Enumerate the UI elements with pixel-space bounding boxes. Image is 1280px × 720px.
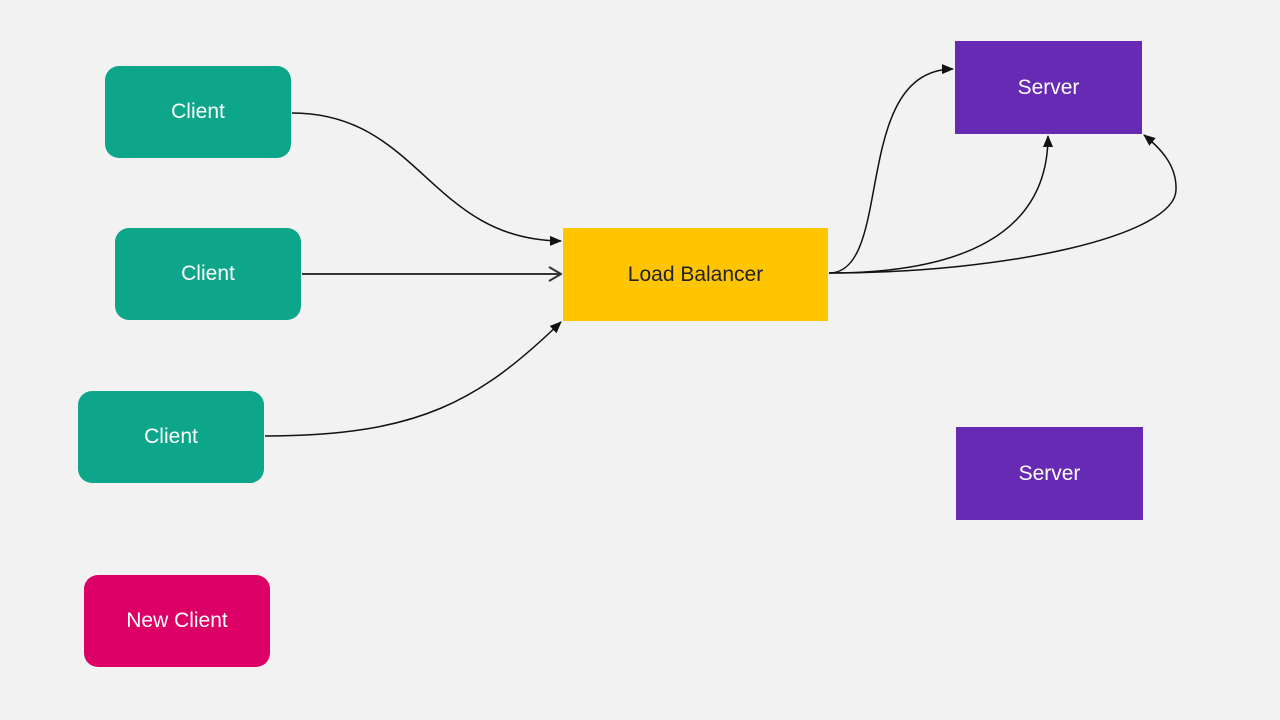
arrow-load-balancer-to-server-1-bottom bbox=[828, 135, 1053, 274]
server-node[interactable]: Server bbox=[955, 41, 1142, 134]
server-label: Server bbox=[1018, 461, 1081, 485]
arrow-client-1-to-load-balancer bbox=[291, 112, 562, 246]
arrow-client-3-to-load-balancer bbox=[264, 321, 562, 437]
new-client-node[interactable]: New Client bbox=[84, 575, 270, 667]
server-label: Server bbox=[1017, 75, 1080, 99]
arrow-load-balancer-to-server-1-top bbox=[828, 64, 954, 274]
client-node[interactable]: Client bbox=[115, 228, 301, 320]
client-label: Client bbox=[144, 425, 198, 448]
client-label: Client bbox=[181, 262, 235, 285]
client-node[interactable]: Client bbox=[105, 66, 291, 158]
arrow-load-balancer-to-server-1-corner bbox=[828, 134, 1177, 274]
client-node[interactable]: Client bbox=[78, 391, 264, 483]
load-balancer-label: Load Balancer bbox=[627, 262, 764, 286]
new-client-label: New Client bbox=[126, 609, 228, 632]
server-node[interactable]: Server bbox=[956, 427, 1143, 520]
load-balancer-node[interactable]: Load Balancer bbox=[563, 228, 828, 321]
client-label: Client bbox=[171, 100, 225, 123]
